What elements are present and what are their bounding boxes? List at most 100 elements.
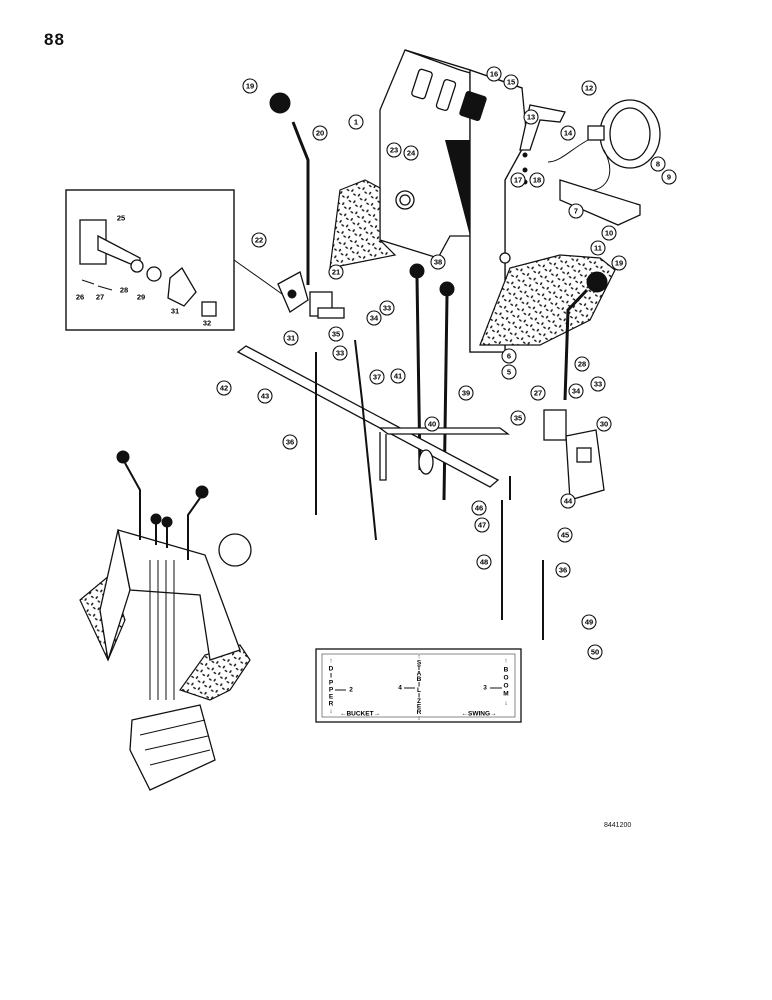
callout-36: 36 xyxy=(282,434,298,450)
callout-15: 15 xyxy=(503,74,519,90)
svg-text:B: B xyxy=(504,667,509,674)
inset-label-29: 29 xyxy=(137,293,145,302)
callout-10: 10 xyxy=(601,225,617,241)
svg-text:4: 4 xyxy=(398,685,402,692)
svg-text:24: 24 xyxy=(407,149,416,158)
left-lever-bracket xyxy=(277,271,345,319)
lever-left xyxy=(269,92,310,285)
page-number: 88 xyxy=(44,30,65,49)
callout-33: 33 xyxy=(332,345,348,361)
svg-text:O: O xyxy=(503,683,508,690)
callout-24: 24 xyxy=(403,145,419,161)
svg-text:19: 19 xyxy=(246,82,254,91)
svg-text:30: 30 xyxy=(600,420,608,429)
callout-20: 20 xyxy=(312,125,328,141)
cross-shaft xyxy=(236,345,510,488)
svg-text:16: 16 xyxy=(490,70,498,79)
svg-text:27: 27 xyxy=(96,293,104,302)
svg-text:27: 27 xyxy=(534,389,542,398)
callout-49: 49 xyxy=(581,614,597,630)
callout-43: 43 xyxy=(257,388,273,404)
drawing-code: 8441200 xyxy=(604,822,632,829)
callout-9: 9 xyxy=(661,169,677,185)
svg-text:11: 11 xyxy=(594,244,602,253)
callout-12: 12 xyxy=(581,80,597,96)
callout-31: 31 xyxy=(283,330,299,346)
svg-text:26: 26 xyxy=(76,293,84,302)
svg-text:41: 41 xyxy=(394,372,402,381)
callout-38: 38 xyxy=(430,254,446,270)
svg-text:P: P xyxy=(329,687,334,694)
callout-33: 33 xyxy=(590,376,606,392)
svg-text:1: 1 xyxy=(354,118,358,127)
callout-45: 45 xyxy=(557,527,573,543)
callout-47: 47 xyxy=(474,517,490,533)
right-foot-plate xyxy=(479,254,616,346)
inset-label-25: 25 xyxy=(117,214,125,223)
control-pattern-plate: ↑ D I P P E R ↓ 2 ←BUCKET→ ↑ S T A B I L xyxy=(315,648,522,723)
svg-text:7: 7 xyxy=(574,207,578,216)
callout-36: 36 xyxy=(555,562,571,578)
svg-text:47: 47 xyxy=(478,521,486,530)
plate-stabilizer-column: ↑ S T A B I L I Z E R ↓ 4 xyxy=(398,654,422,722)
pivot-detail-inset xyxy=(65,189,283,331)
svg-text:44: 44 xyxy=(564,497,573,506)
svg-text:25: 25 xyxy=(117,214,125,223)
callout-14: 14 xyxy=(560,125,576,141)
svg-text:2: 2 xyxy=(349,687,353,694)
svg-text:T: T xyxy=(417,665,421,672)
callout-37: 37 xyxy=(369,369,385,385)
svg-text:15: 15 xyxy=(507,78,515,87)
svg-text:39: 39 xyxy=(462,389,470,398)
svg-text:R: R xyxy=(329,701,334,708)
control-rods xyxy=(315,339,544,640)
svg-text:P: P xyxy=(329,680,334,687)
svg-text:B: B xyxy=(417,676,422,683)
callout-48: 48 xyxy=(476,554,492,570)
callout-39: 39 xyxy=(458,385,474,401)
svg-text:48: 48 xyxy=(480,558,488,567)
svg-text:↑: ↑ xyxy=(329,658,332,665)
svg-text:20: 20 xyxy=(316,129,324,138)
svg-text:↓: ↓ xyxy=(504,700,507,707)
svg-text:49: 49 xyxy=(585,618,593,627)
svg-text:18: 18 xyxy=(533,176,541,185)
svg-text:32: 32 xyxy=(203,319,211,328)
left-foot-plate xyxy=(329,179,397,269)
svg-text:45: 45 xyxy=(561,531,569,540)
svg-text:I: I xyxy=(330,673,332,680)
svg-text:36: 36 xyxy=(286,438,294,447)
callout-17: 17 xyxy=(510,172,526,188)
svg-text:10: 10 xyxy=(605,229,613,238)
svg-text:↓: ↓ xyxy=(417,715,420,722)
right-lever-bracket xyxy=(543,409,605,501)
callout-11: 11 xyxy=(590,240,606,256)
svg-text:14: 14 xyxy=(564,129,573,138)
lever-right xyxy=(563,271,608,401)
svg-text:↑: ↑ xyxy=(504,658,507,665)
svg-text:E: E xyxy=(417,704,422,711)
svg-text:S: S xyxy=(417,660,422,667)
gauge-assembly xyxy=(519,99,661,226)
callout-35: 35 xyxy=(510,410,526,426)
callout-33: 33 xyxy=(379,300,395,316)
svg-text:19: 19 xyxy=(615,259,623,268)
svg-text:40: 40 xyxy=(428,420,436,429)
inset-label-31: 31 xyxy=(171,307,179,316)
svg-text:I: I xyxy=(418,693,420,700)
svg-text:35: 35 xyxy=(514,414,522,423)
svg-text:3: 3 xyxy=(483,685,487,692)
callout-41: 41 xyxy=(390,368,406,384)
svg-text:↑: ↑ xyxy=(417,654,420,661)
callout-30: 30 xyxy=(596,416,612,432)
svg-text:46: 46 xyxy=(475,504,483,513)
svg-text:33: 33 xyxy=(336,349,344,358)
svg-text:O: O xyxy=(503,675,508,682)
callout-22: 22 xyxy=(251,232,267,248)
callout-13: 13 xyxy=(523,109,539,125)
svg-text:6: 6 xyxy=(507,352,511,361)
svg-text:M: M xyxy=(503,691,508,698)
callout-28: 28 xyxy=(574,356,590,372)
